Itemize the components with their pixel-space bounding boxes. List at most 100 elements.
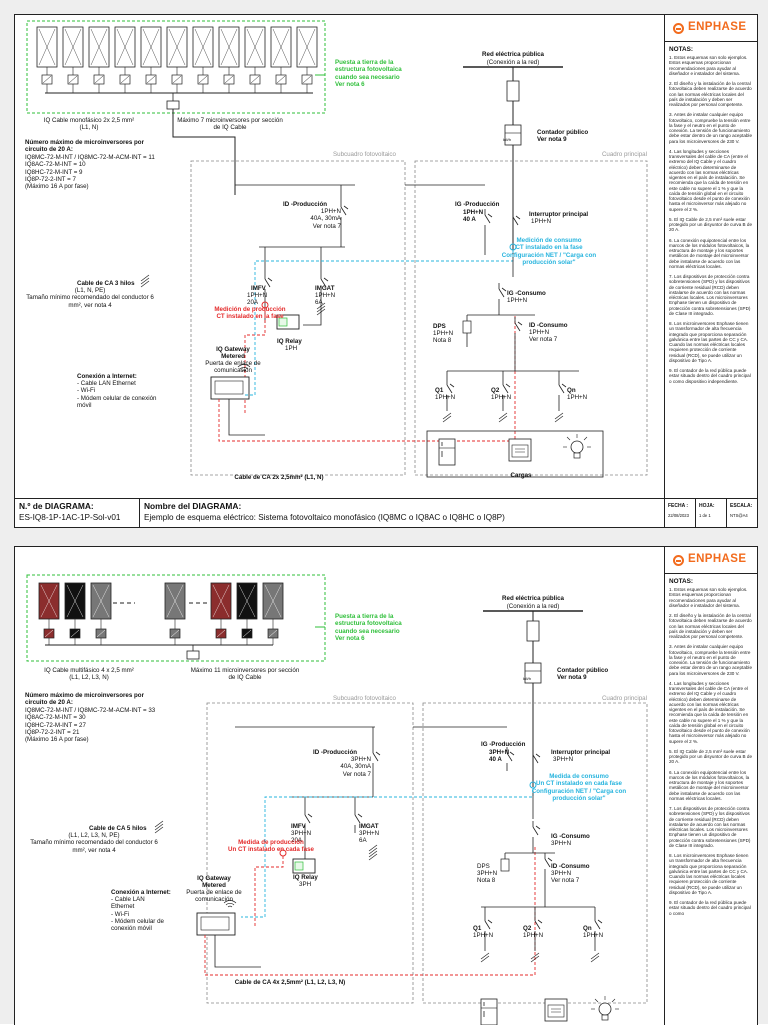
- main-panel-boundary: [422, 702, 648, 1004]
- pv-subpanel-label: Subcuadro fotovoltaico: [333, 695, 396, 702]
- wifi-icon: [223, 900, 237, 904]
- iq-relay-label: IQ Relay: [277, 338, 302, 345]
- ig-production-breaker-contact: [506, 752, 513, 762]
- pv-module-cell: [116, 28, 134, 66]
- sheet-cell: HOJA: 1 de 1: [696, 499, 727, 527]
- id-production-breaker-mark: [343, 205, 349, 210]
- utility-meter-label: Contador público Ver nota 9: [537, 129, 589, 144]
- grid-subtitle: (Conexión a la red): [486, 59, 540, 66]
- cable-hatch: [368, 853, 378, 861]
- iq-gateway-face: [214, 380, 244, 395]
- ig-production-spec: 3PH+N 40 A: [489, 749, 510, 764]
- cable-hatch: [140, 277, 150, 285]
- diagram-number-cell: N.º de DIAGRAMA: ES-IQ8-1P-1AC-1P-Sol-v0…: [15, 499, 140, 527]
- oven-icon: [544, 998, 568, 1022]
- spd-spec: 1PH+N Nota 8: [433, 330, 454, 345]
- id-consumption-label: ID -Consumo: [551, 863, 590, 870]
- main-switch-label: Interruptor principal: [551, 749, 611, 756]
- imgat-label: IMGAT: [359, 823, 379, 830]
- qn-spec: 1PH+N: [567, 394, 588, 401]
- main-switch-spec: 3PH+N: [553, 756, 574, 763]
- pv-module-cell: [212, 584, 230, 618]
- pv-module-cell: [40, 584, 58, 618]
- production-metering-note: Medida de producción Un CT instalado en …: [228, 839, 314, 854]
- id-production-breaker-mark: [375, 751, 381, 756]
- ig-production-breaker-contact: [484, 214, 491, 224]
- q1-label: Q1: [435, 387, 444, 394]
- main-switch-mark: [535, 753, 541, 758]
- note-item: 8. Los microinversores Enphase tienen un…: [669, 321, 749, 363]
- wifi-icon: [227, 905, 233, 908]
- q2-spec: 1PH+N: [491, 394, 512, 401]
- qn-label: Qn: [567, 387, 576, 394]
- cable-hatch: [140, 274, 150, 282]
- oven-icon: [508, 438, 532, 462]
- consumption-ct-wire: [254, 250, 514, 277]
- iq-relay-spec: 1PH: [285, 345, 298, 352]
- microinverter-mark: [268, 629, 278, 638]
- diagram-sheet-single-phase: Puesta a tierra de la estructura fotovol…: [14, 14, 758, 528]
- microinverter-mark: [94, 75, 104, 84]
- note-item: 3. Antes de instalar cualquier equipo fo…: [669, 112, 753, 144]
- ig-consumption-label: IG -Consumo: [507, 290, 546, 297]
- cable-hatch: [530, 952, 540, 960]
- q2-spec: 1PH+N: [523, 932, 544, 939]
- note-item: 6. La conexión equipotencial entre los m…: [669, 769, 750, 801]
- load-breaker-mark: [505, 383, 511, 388]
- id-consumption-spec: 1PH+N Ver nota 7: [529, 329, 558, 344]
- note-item: 5. El IQ Cable de 2,5 mm² suele estar pr…: [669, 216, 752, 233]
- main-panel-boundary: [414, 160, 648, 476]
- pv-module-cell: [264, 584, 282, 618]
- imfv-spec: 1PH+N 20A: [247, 292, 268, 307]
- note-item: 3. Antes de instalar cualquier equipo fo…: [669, 644, 753, 676]
- id-consumption-label: ID -Consumo: [529, 322, 568, 329]
- microinverter-mark: [44, 629, 54, 638]
- ac-cable-label: Cable de CA 5 hilos: [89, 825, 147, 832]
- notes-title: NOTAS:: [669, 46, 694, 53]
- microinverter-mark: [302, 75, 312, 84]
- id-production-breaker-contact: [372, 752, 379, 762]
- utility-meter-label: Contador público Ver nota 9: [557, 667, 609, 682]
- pv-module-cell: [168, 28, 186, 66]
- cable-hatch: [590, 955, 600, 963]
- grid-fuse: [526, 620, 540, 642]
- title-block: N.º de DIAGRAMA: ES-IQ8-1P-1AC-1P-Sol-v0…: [15, 498, 757, 527]
- id-consumption-breaker-contact: [514, 322, 521, 332]
- ig-consumption-breaker-contact: [498, 288, 505, 298]
- id-consumption-breaker-contact: [544, 858, 551, 868]
- ig-production-spec: 1PH+N 40 A: [463, 209, 484, 224]
- pv-module-cell: [272, 28, 290, 66]
- imgat-breaker-mark: [357, 813, 363, 818]
- cable-hatch: [480, 955, 490, 963]
- microinverter-mark: [170, 629, 180, 638]
- id-consumption-breaker-mark: [517, 321, 523, 326]
- utility-meter: [504, 124, 522, 146]
- iq-relay-led: [278, 317, 288, 327]
- consumption-ct-wire: [245, 277, 256, 396]
- imgat-spec: 1PH+N 6A: [315, 292, 336, 307]
- cable-hatch: [530, 955, 540, 963]
- lightbulb-icon: [598, 1002, 612, 1016]
- grid-fuse: [506, 80, 520, 102]
- enphase-logo: ENPHASE: [665, 547, 757, 574]
- spd: [462, 320, 472, 334]
- main-switch-contact: [532, 754, 539, 764]
- qn-spec: 1PH+N: [583, 932, 604, 939]
- iq-cable-label: IQ Cable multifásico 4 x 2,5 mm² (L1, L2…: [44, 667, 134, 682]
- lightbulb-icon-ray: [566, 436, 571, 441]
- earth-note: Puesta a tierra de la estructura fotovol…: [335, 613, 402, 642]
- microinverter-mark: [224, 75, 234, 84]
- ac-feed: [172, 109, 236, 195]
- note-item: 4. Las longitudes y secciones transversa…: [669, 680, 750, 744]
- imfv-label: IMFV: [291, 823, 306, 830]
- microinverter-mark: [68, 75, 78, 84]
- pv-module-cell: [246, 28, 264, 66]
- spd-label: DPS: [477, 863, 490, 870]
- gateway-wire: [228, 399, 265, 436]
- microinverter-mark: [96, 629, 106, 638]
- pv-module-cell: [66, 584, 84, 618]
- id-production-spec: 3PH+N 40A, 30mA Ver nota 7: [340, 756, 371, 778]
- main-switch-label: Interruptor principal: [529, 211, 589, 218]
- spd-spec: 3PH+N Nota 8: [477, 870, 498, 885]
